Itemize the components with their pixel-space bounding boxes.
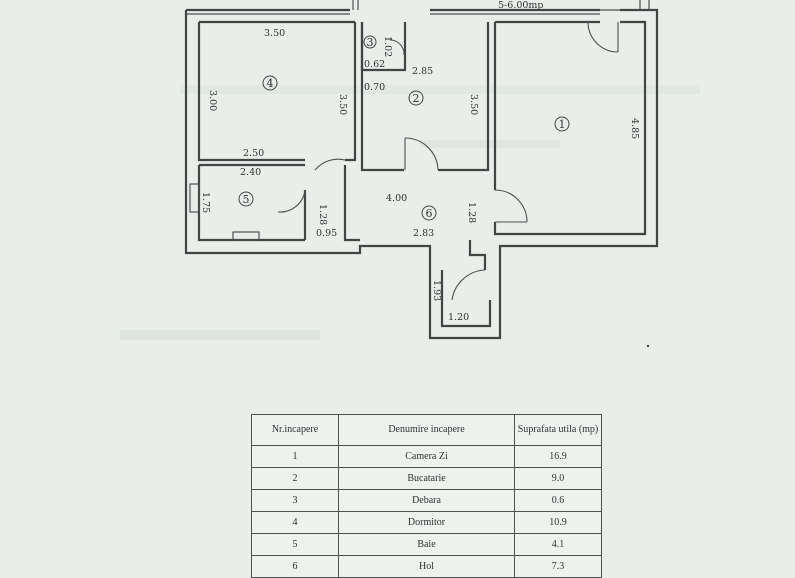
- table-cell: 3: [251, 489, 339, 512]
- dimension-label: 4.00: [386, 193, 407, 204]
- dimension-label: 1.02: [382, 36, 393, 57]
- dimension-label: 1.93: [431, 280, 442, 301]
- dimension-label: 3.50: [468, 94, 479, 115]
- column-header: Nr.incapere: [251, 414, 339, 446]
- dimension-label: 1.28: [466, 202, 477, 223]
- dimension-label: 0.70: [364, 82, 385, 93]
- table-row: 2 Bucatarie 9.0: [251, 467, 602, 490]
- table-cell: 2: [251, 467, 339, 490]
- table-row: 1 Camera Zi 16.9: [251, 445, 602, 468]
- table-cell: Hol: [338, 555, 515, 578]
- table-cell: Camera Zi: [338, 445, 515, 468]
- table-cell: 5: [251, 533, 339, 556]
- room-numbers: 1 2 3 4 5 6: [238, 35, 570, 221]
- inner-walls: [189, 0, 650, 328]
- background-text: [120, 85, 700, 340]
- table-cell: Dormitor: [338, 511, 515, 534]
- dimension-label: 3.50: [337, 94, 348, 115]
- table-cell: 16.9: [514, 445, 602, 468]
- table-cell: Bucatarie: [338, 467, 515, 490]
- top-dimension-label: 5-6.00mp: [498, 0, 544, 11]
- column-header: Denumire incapere: [338, 414, 515, 446]
- table-row: 6 Hol 7.3: [251, 555, 602, 578]
- table-cell: Debara: [338, 489, 515, 512]
- table-cell: 9.0: [514, 467, 602, 490]
- table-cell: 1: [251, 445, 339, 468]
- table-header-row: Nr.incapere Denumire incapere Suprafata …: [251, 414, 602, 446]
- outer-walls: [184, 8, 659, 340]
- dimension-label: 1.75: [200, 192, 211, 213]
- dimension-label: 2.40: [240, 167, 261, 178]
- dimension-label: 2.83: [413, 228, 434, 239]
- room-number-3: 3: [367, 36, 374, 49]
- dimension-label: 4.85: [629, 118, 640, 139]
- table-cell: 7.3: [514, 555, 602, 578]
- room-number-5: 5: [243, 193, 250, 206]
- speck: [646, 344, 650, 348]
- dimension-label: 1.28: [317, 204, 328, 225]
- table-cell: 4: [251, 511, 339, 534]
- floor-plan: 1 2 3 4 5 6 5-6.00mp 3.50 3.00 3.50 1.02…: [120, 0, 700, 348]
- dimension-label: 2.85: [412, 66, 433, 77]
- table-cell: Baie: [338, 533, 515, 556]
- table-cell: 10.9: [514, 511, 602, 534]
- dimension-label: 2.50: [243, 148, 264, 159]
- dimension-label: 3.50: [264, 28, 285, 39]
- table-cell: 6: [251, 555, 339, 578]
- dimension-label: 1.20: [448, 312, 469, 323]
- dimension-labels: 5-6.00mp 3.50 3.00 3.50 1.02 0.62 0.70 2…: [200, 0, 640, 323]
- table-row: 3 Debara 0.6: [251, 489, 602, 512]
- table-row: 4 Dormitor 10.9: [251, 511, 602, 534]
- room-number-2: 2: [413, 92, 420, 105]
- room-number-6: 6: [426, 207, 433, 220]
- table-row: 5 Baie 4.1: [251, 533, 602, 556]
- dimension-label: 0.62: [364, 59, 385, 70]
- dimension-label: 3.00: [207, 90, 218, 111]
- room-area-table: Nr.incapere Denumire incapere Suprafata …: [251, 414, 602, 578]
- column-header: Suprafata utila (mp): [514, 414, 602, 446]
- room-number-4: 4: [267, 77, 274, 90]
- doors: [277, 21, 619, 301]
- table-cell: 0.6: [514, 489, 602, 512]
- room-number-1: 1: [559, 118, 566, 131]
- dimension-label: 0.95: [316, 228, 337, 239]
- table-cell: 4.1: [514, 533, 602, 556]
